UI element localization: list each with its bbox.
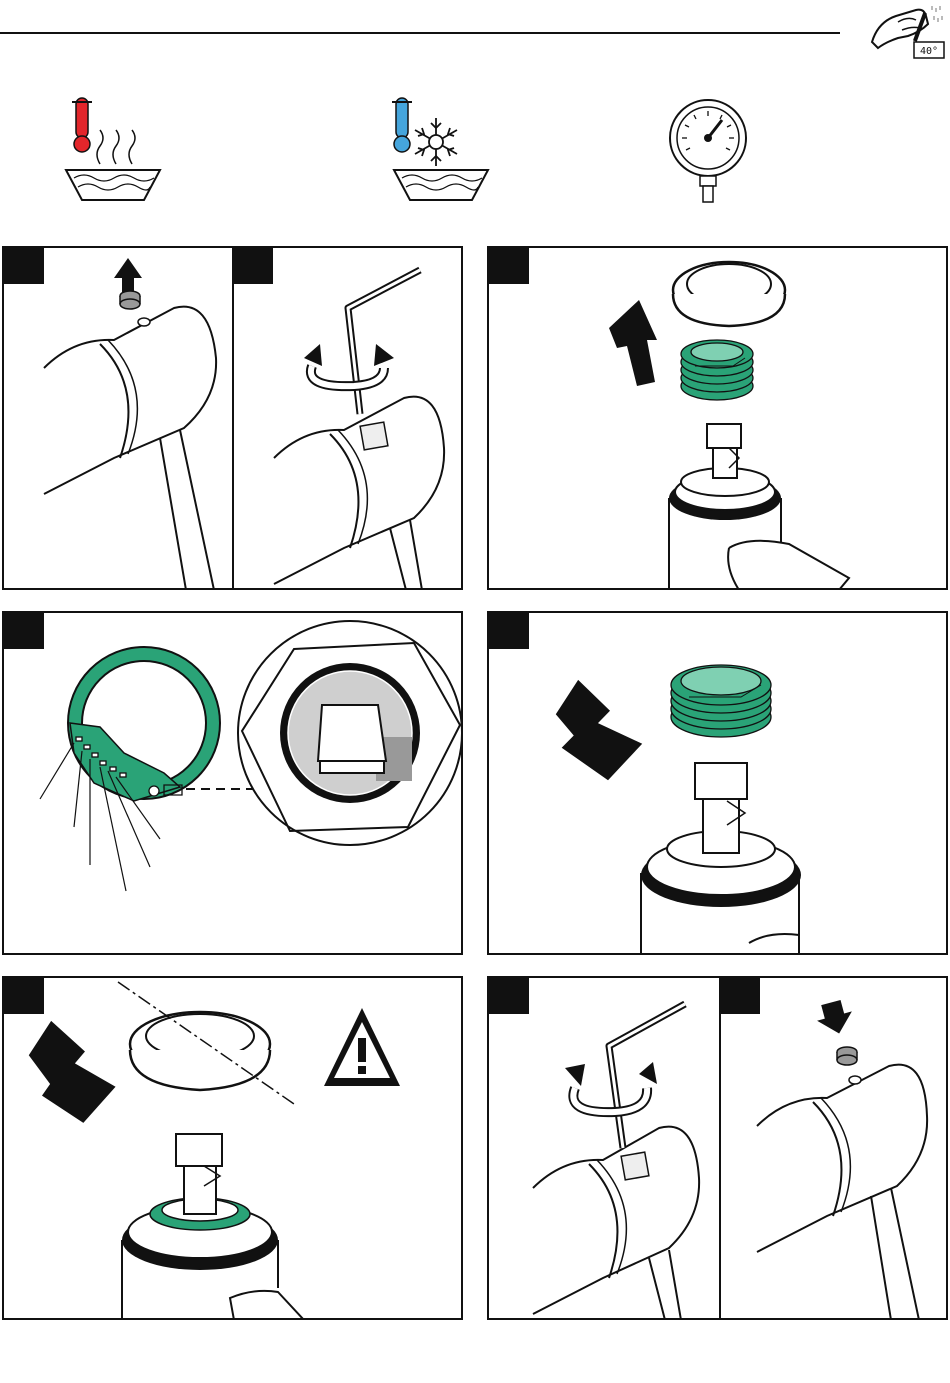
display-reading: 40° bbox=[920, 46, 938, 57]
step-panel-3 bbox=[487, 246, 948, 590]
insert-cap-icon bbox=[721, 978, 948, 1320]
tighten-screw-icon bbox=[489, 978, 719, 1320]
header-rule bbox=[0, 32, 840, 34]
loosen-screw-icon bbox=[234, 248, 463, 590]
fit-green-ring-icon bbox=[489, 613, 948, 955]
step-panel-4 bbox=[2, 611, 463, 955]
header-hand-icon: 40° bbox=[868, 2, 948, 62]
remove-cap-icon bbox=[4, 248, 232, 590]
pressure-gauge-icon bbox=[666, 98, 750, 204]
cold-water-icon bbox=[388, 92, 498, 204]
step-panel-7-8 bbox=[487, 976, 948, 1320]
step-panel-6 bbox=[2, 976, 463, 1320]
fit-sleeve-warning-icon bbox=[4, 978, 463, 1320]
step-panel-1-2 bbox=[2, 246, 463, 590]
hot-water-icon bbox=[60, 92, 170, 204]
ring-adjustment-detail-icon bbox=[4, 613, 463, 955]
step-panel-5 bbox=[487, 611, 948, 955]
lift-off-sleeve-icon bbox=[489, 248, 948, 590]
